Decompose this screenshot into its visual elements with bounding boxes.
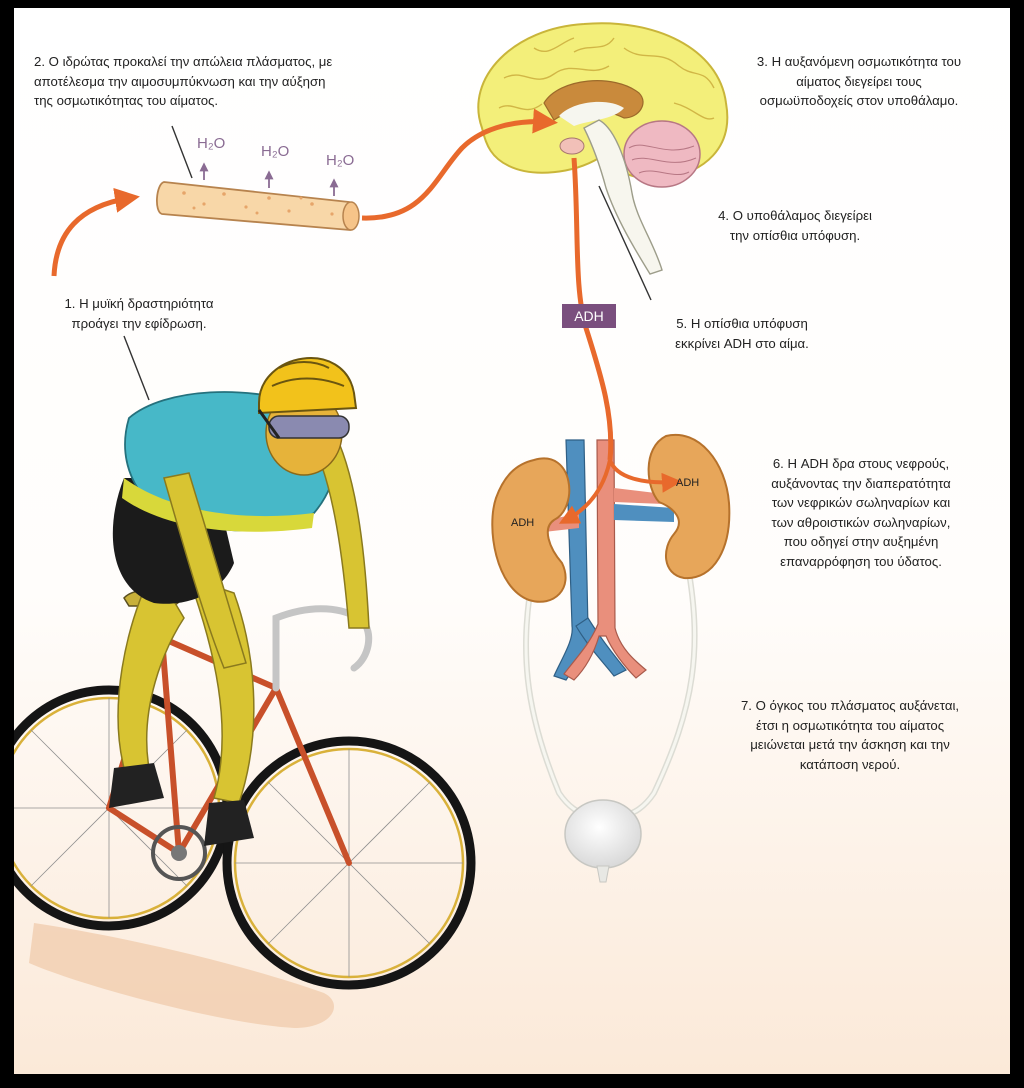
diagram-canvas: H₂O H₂O H₂O ADH ADH ADH 2. Ο ιδρώτας προ… xyxy=(14,8,1010,1074)
step-2-label: 2. Ο ιδρώτας προκαλεί την απώλεια πλάσμα… xyxy=(34,54,333,108)
adh-badge-label: ADH xyxy=(574,308,604,324)
adh-arrow-left-kidney xyxy=(558,459,612,524)
kidneys-illustration xyxy=(491,433,731,883)
flow-arrow-to-brain xyxy=(361,108,558,221)
illustration: H₂O H₂O H₂O ADH ADH ADH xyxy=(14,22,731,1028)
step-7-label: 7. Ο όγκος του πλάσματος αυξάνεται, έτσι… xyxy=(740,698,960,772)
brain-illustration xyxy=(477,22,729,275)
kidney-adh-label-left: ADH xyxy=(511,517,534,529)
water-label: H₂O xyxy=(197,135,225,152)
step-4-label: 4. Ο υποθάλαμος διεγείρει την οπίσθια υπ… xyxy=(718,208,872,243)
flow-arrow-to-vessel xyxy=(51,187,140,277)
step-5-label: 5. Η οπίσθια υπόφυση εκκρίνει ADH στο αί… xyxy=(675,316,809,351)
cyclist-illustration xyxy=(14,357,476,1028)
step-6-label: 6. Η ADH δρα στους νεφρούς, αυξάνοντας τ… xyxy=(771,456,951,569)
water-label: H₂O xyxy=(326,152,354,169)
blood-vessel-illustration xyxy=(156,162,360,231)
adh-badge xyxy=(562,304,616,328)
adh-arrow-right-kidney xyxy=(608,459,682,493)
step-3-label: 3. Η αυξανόμενη οσμωτικότητα του αίματος… xyxy=(756,54,962,108)
kidney-adh-label-right: ADH xyxy=(676,477,699,489)
pointer-lines xyxy=(123,125,652,401)
water-label: H₂O xyxy=(261,143,289,160)
step-1-label: 1. Η μυϊκή δραστηριότητα προάγει την εφί… xyxy=(64,296,214,331)
